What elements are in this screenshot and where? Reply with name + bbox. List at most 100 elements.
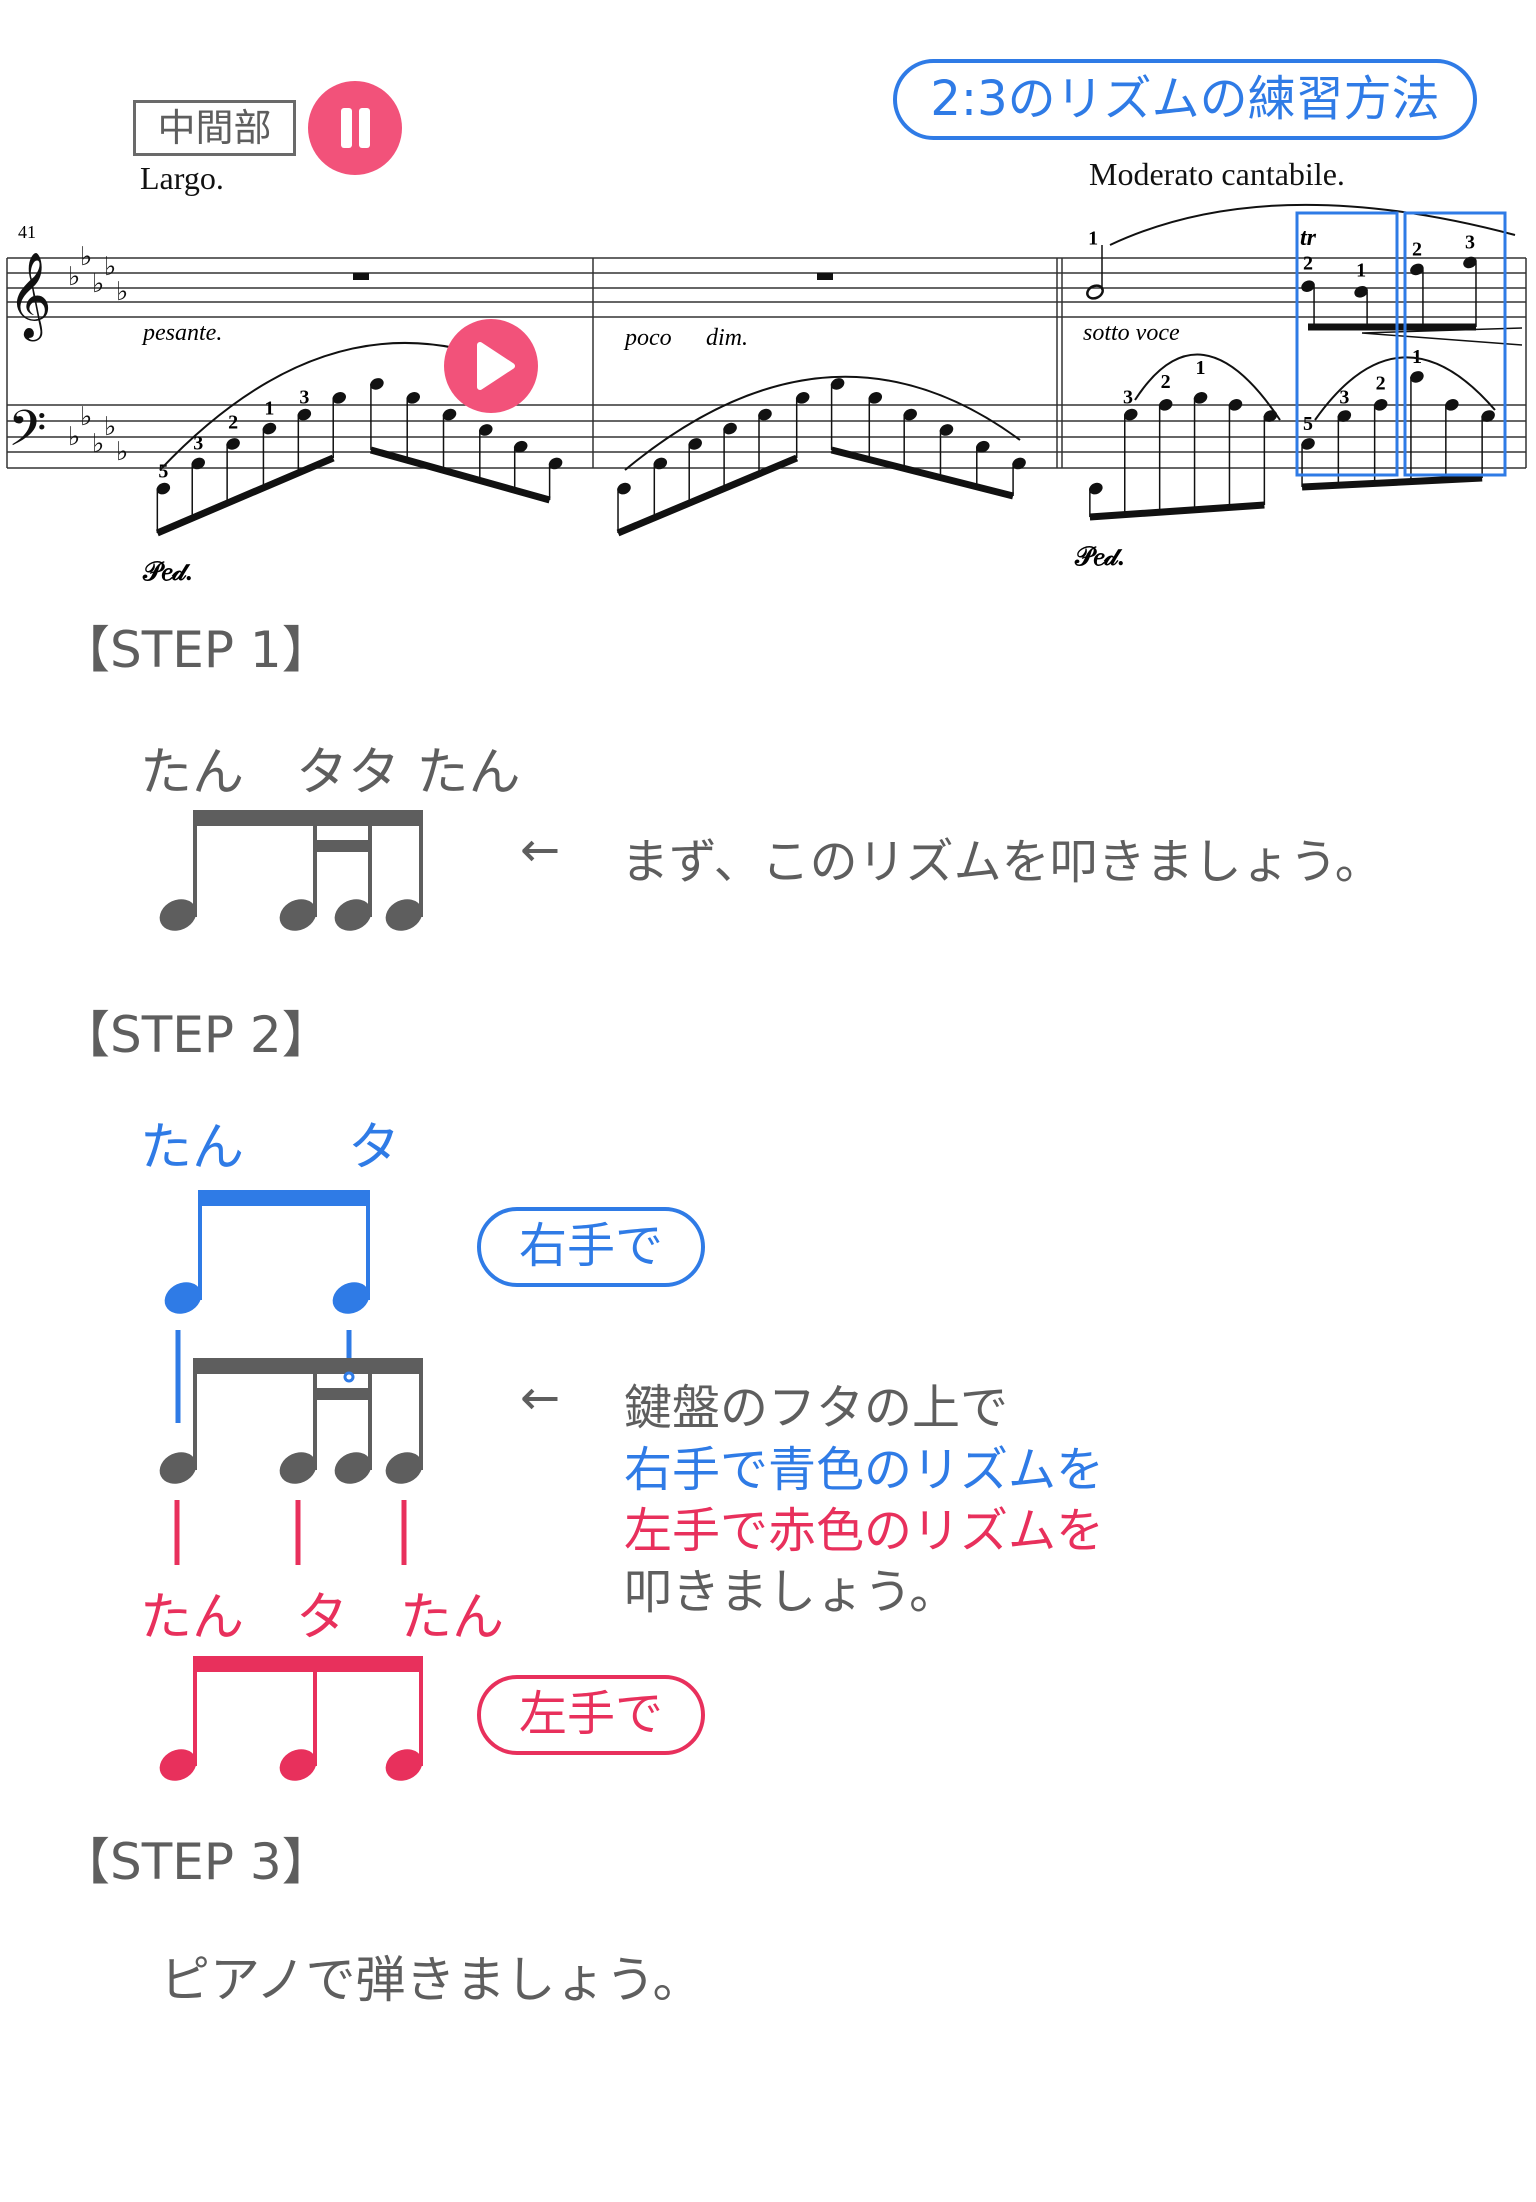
instruction-line-4: 叩きましょう。 bbox=[624, 1564, 958, 1620]
rhythm-step1 bbox=[159, 810, 423, 931]
note-head bbox=[297, 408, 312, 421]
staff-lines bbox=[6, 257, 1527, 469]
title-badge: 2:3のリズムの練習方法 bbox=[893, 59, 1477, 140]
note-head bbox=[653, 457, 668, 470]
sheet-music: 41 𝄞 𝄢 ♭♭♭♭♭♭♭♭♭♭ pesante. poco dim. sot… bbox=[6, 203, 1527, 586]
beam bbox=[1301, 474, 1483, 491]
instruction-line-3: 左手で赤色のリズムを bbox=[624, 1503, 1105, 1559]
note-head bbox=[868, 392, 883, 404]
right-hand-syllables: たん タ bbox=[140, 1118, 401, 1178]
note-head bbox=[1354, 285, 1368, 298]
note-head bbox=[1337, 410, 1352, 422]
fingering: 1 bbox=[1356, 259, 1366, 281]
fingering: 5 bbox=[158, 460, 168, 482]
note-head bbox=[191, 457, 205, 470]
note-head bbox=[262, 422, 277, 435]
note-head bbox=[548, 457, 563, 470]
beam bbox=[830, 446, 1014, 500]
note-head bbox=[1301, 280, 1315, 292]
instruction-line-1: 鍵盤のフタの上で bbox=[624, 1380, 1009, 1436]
fingering: 1 bbox=[264, 398, 274, 420]
note-head bbox=[1158, 399, 1173, 411]
section-label: 中間部 bbox=[133, 100, 296, 156]
note-head bbox=[723, 422, 737, 435]
flat-icon: ♭ bbox=[80, 402, 92, 432]
pause-icon bbox=[341, 108, 370, 148]
expression-dim: dim. bbox=[706, 325, 748, 351]
note-head bbox=[442, 408, 457, 421]
treble-clef-icon: 𝄞 bbox=[8, 252, 52, 342]
step2-heading: 【STEP 2】 bbox=[60, 1006, 332, 1064]
fingering: 1 bbox=[1196, 357, 1206, 379]
fingering: 2 bbox=[1412, 238, 1422, 260]
note-head bbox=[332, 392, 346, 404]
fingering: 1 bbox=[1088, 227, 1098, 249]
fingering: 3 bbox=[299, 386, 309, 408]
note-head bbox=[1193, 392, 1208, 404]
slur bbox=[624, 375, 1021, 471]
note-head bbox=[1463, 256, 1477, 269]
note-head bbox=[903, 408, 917, 421]
key-signature-flats: ♭♭♭♭♭♭♭♭♭♭ bbox=[68, 242, 128, 467]
arrow-left-icon: ← bbox=[520, 822, 561, 878]
pedal-mark: 𝒫𝑒𝒹. bbox=[1074, 542, 1124, 571]
note-head bbox=[513, 440, 528, 453]
beam bbox=[369, 446, 551, 504]
trill-mark: tr bbox=[1300, 225, 1317, 251]
tempo-moderato: Moderato cantabile. bbox=[1089, 156, 1345, 192]
decrescendo-hairpin bbox=[1361, 327, 1523, 346]
note-head bbox=[1089, 482, 1103, 495]
fingering: 3 bbox=[1123, 386, 1133, 408]
fingering: 3 bbox=[1339, 386, 1349, 408]
arrow-left-icon: ← bbox=[520, 1370, 561, 1426]
pause-button[interactable] bbox=[308, 81, 402, 175]
expression-pesante: pesante. bbox=[141, 320, 222, 346]
fingering: 3 bbox=[193, 433, 203, 455]
fingering: 3 bbox=[1465, 231, 1475, 253]
expression-poco: poco bbox=[623, 325, 672, 351]
step1-instruction: まず、このリズムを叩きましょう。 bbox=[621, 834, 1383, 890]
beam bbox=[155, 454, 335, 537]
flat-icon: ♭ bbox=[92, 429, 104, 459]
fingering: 2 bbox=[1303, 252, 1313, 274]
left-hand-syllables: たん タ たん bbox=[140, 1588, 505, 1648]
measure-number: 41 bbox=[18, 222, 36, 242]
note-head bbox=[1301, 438, 1315, 450]
fingering: 2 bbox=[1161, 371, 1171, 393]
note-head bbox=[1012, 457, 1026, 470]
slur bbox=[1314, 356, 1496, 421]
play-button[interactable] bbox=[444, 319, 538, 413]
fingering: 1 bbox=[1412, 346, 1422, 368]
note-head bbox=[617, 482, 631, 495]
left-hand-badge: 左手で bbox=[477, 1675, 705, 1755]
note-head bbox=[406, 392, 420, 404]
flat-icon: ♭ bbox=[80, 242, 92, 272]
tempo-largo: Largo. bbox=[140, 160, 224, 196]
step1-syllables: たん タタ たん bbox=[140, 743, 521, 803]
bass-clef-icon: 𝄢 bbox=[8, 400, 47, 470]
note-head bbox=[370, 378, 384, 390]
note-head bbox=[479, 424, 493, 436]
instruction-line-2: 右手で青色のリズムを bbox=[624, 1442, 1105, 1498]
note-head bbox=[688, 438, 702, 450]
right-hand-badge: 右手で bbox=[477, 1207, 705, 1287]
note-head bbox=[1124, 408, 1138, 421]
note-head bbox=[1263, 410, 1278, 422]
highlight-box bbox=[1403, 211, 1507, 477]
note-head bbox=[226, 438, 240, 450]
step3-instruction: ピアノで弾きましょう。 bbox=[160, 1951, 703, 2009]
note-head bbox=[1228, 399, 1243, 411]
note-head bbox=[1410, 371, 1424, 383]
flat-icon: ♭ bbox=[92, 269, 104, 299]
step3-heading: 【STEP 3】 bbox=[60, 1833, 332, 1891]
slur bbox=[1134, 353, 1281, 421]
note-head bbox=[795, 392, 810, 404]
note-head bbox=[1481, 410, 1495, 422]
flat-icon: ♭ bbox=[104, 252, 116, 282]
whole-rest bbox=[353, 273, 369, 280]
slur bbox=[1109, 203, 1516, 246]
pedal-mark: 𝒫𝑒𝒹. bbox=[142, 557, 192, 586]
flat-icon: ♭ bbox=[68, 262, 80, 292]
note-head bbox=[1373, 399, 1388, 411]
